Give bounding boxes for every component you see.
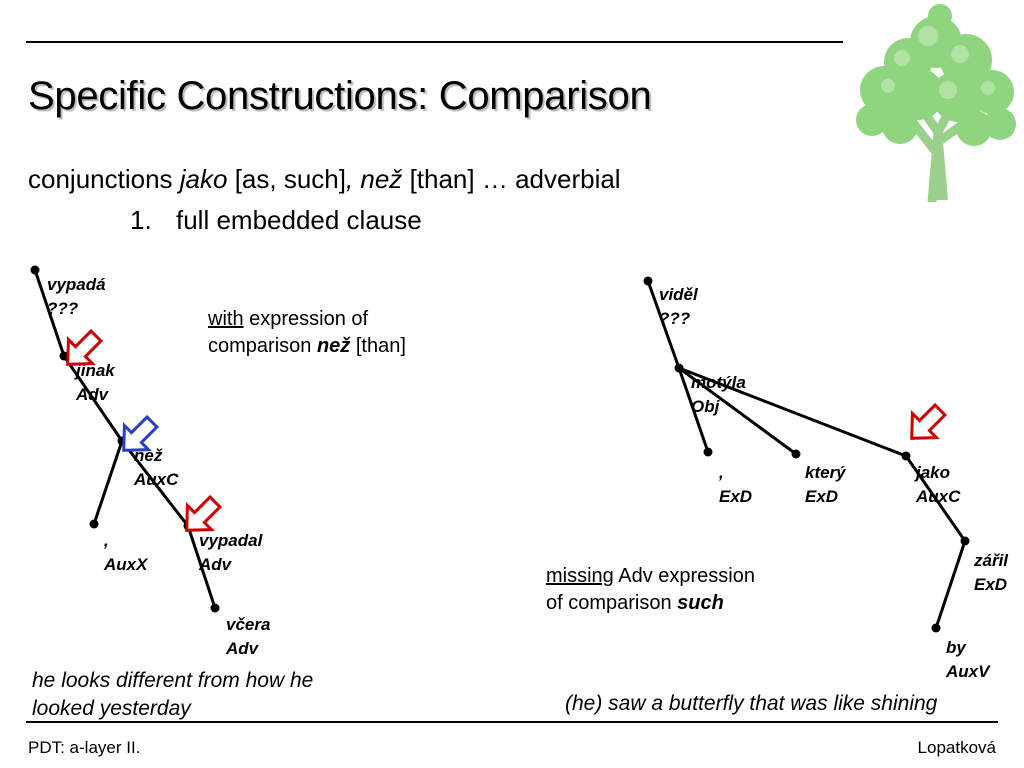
right-node-comma-lemma: ,	[718, 463, 724, 482]
right-edge-motyla-jako	[677, 366, 908, 458]
right-node-ktery-dot	[791, 449, 801, 459]
bottom-rule	[26, 721, 998, 723]
right-node-ktery-afun: ExD	[805, 487, 838, 506]
right-note-line1: missing Adv expression	[546, 563, 755, 590]
right-node-jako-afun: AuxC	[915, 487, 961, 506]
left-node-comma-dot	[89, 519, 99, 529]
left-node-jinak-afun: Adv	[75, 385, 110, 404]
left-node-jinak-lemma: jinak	[74, 361, 116, 380]
right-edge-jako-zaril	[904, 454, 967, 543]
left-note-line2: comparison než [than]	[208, 333, 406, 360]
left-node-comma-afun: AuxX	[103, 555, 149, 574]
right-node-zaril-afun: ExD	[974, 575, 1007, 594]
hollow-arrow-icon	[122, 414, 160, 452]
right-note-line2: of comparison such	[546, 590, 755, 617]
left-edge-vypadal-vcera	[186, 524, 217, 610]
list-item-text: full embedded clause	[176, 205, 422, 235]
left-caption-line2: looked yesterday	[32, 697, 191, 720]
right-node-by-dot	[931, 623, 941, 633]
hollow-arrow-icon	[910, 402, 948, 440]
left-node-vypadal-lemma: vypadal	[199, 531, 264, 550]
right-node-motyla-dot	[674, 363, 684, 373]
left-node-vypada-lemma: vypadá	[47, 275, 106, 294]
subtitle: conjunctions jako [as, such], než [than]…	[28, 164, 621, 195]
subtitle-gloss-than: [than] … adverbial	[402, 164, 621, 194]
left-node-jinak-dot	[59, 351, 69, 361]
left-note-emphasis: než	[316, 335, 351, 357]
subtitle-word-nez: než	[360, 164, 403, 194]
list-item: 1. full embedded clause	[130, 205, 422, 236]
tree-logo-icon	[856, 4, 1016, 202]
left-note-line2-suffix: [than]	[350, 335, 406, 357]
subtitle-word-jako: jako	[179, 164, 228, 194]
left-node-vcera-afun: Adv	[225, 639, 260, 658]
right-note: missing Adv expression of comparison suc…	[546, 563, 755, 617]
footer-left: PDT: a-layer II.	[28, 738, 141, 757]
left-node-vypada-dot	[30, 265, 40, 275]
right-node-motyla-afun: Obj	[691, 397, 721, 416]
right-node-videl-lemma: viděl	[659, 285, 699, 304]
left-caption-line1: he looks different from how he	[32, 669, 314, 692]
left-node-vypada-afun: ???	[47, 299, 79, 318]
left-edge-vypada-jinak	[33, 268, 66, 358]
right-node-comma-dot	[703, 447, 713, 457]
left-node-comma-lemma: ,	[103, 531, 109, 550]
right-caption: (he) saw a butterfly that was like shini…	[565, 692, 938, 715]
right-edge-videl-motyla	[646, 279, 681, 370]
right-node-zaril-dot	[960, 536, 970, 546]
right-node-comma-afun: ExD	[719, 487, 752, 506]
right-node-by-lemma: by	[946, 638, 967, 657]
right-edge-motyla-comma	[677, 366, 710, 454]
left-node-vcera-lemma: včera	[226, 615, 270, 634]
list-item-number: 1.	[130, 205, 152, 235]
hollow-arrow-icon	[66, 328, 104, 366]
right-node-videl-dot	[643, 276, 653, 286]
left-node-vypadal-afun: Adv	[198, 555, 233, 574]
left-note-line1: with expression of	[208, 306, 406, 333]
right-edge-zaril-by	[934, 539, 967, 630]
left-node-nez-afun: AuxC	[133, 470, 179, 489]
left-note-line1-rest: expression of	[243, 308, 369, 330]
subtitle-comma: ,	[345, 164, 361, 194]
left-edge-jinak-nez	[62, 354, 124, 443]
right-note-line1-rest: Adv expression	[613, 565, 755, 587]
left-node-vcera-dot	[210, 603, 220, 613]
right-node-jako-dot	[901, 451, 911, 461]
left-caption: he looks different from how he looked ye…	[32, 667, 313, 723]
left-note-line2-prefix: comparison	[208, 335, 317, 357]
right-note-line2-prefix: of comparison	[546, 592, 678, 614]
right-node-videl-afun: ???	[659, 309, 691, 328]
left-note: with expression of comparison než [than]	[208, 306, 406, 360]
subtitle-prefix: conjunctions	[28, 164, 180, 194]
left-edge-nez-vypadal	[120, 439, 190, 528]
footer-right: Lopatková	[917, 738, 996, 757]
right-node-zaril-lemma: zářil	[973, 551, 1009, 570]
right-note-underlined: missing	[546, 565, 614, 587]
left-edge-nez-comma	[92, 439, 124, 526]
right-edge-motyla-ktery	[677, 366, 798, 456]
subtitle-gloss-as-such: [as, such]	[227, 164, 346, 194]
right-node-ktery-lemma: který	[805, 463, 847, 482]
left-note-underlined: with	[208, 308, 244, 330]
right-node-motyla-lemma: motýla	[691, 373, 746, 392]
right-node-jako-lemma: jako	[914, 463, 950, 482]
right-node-by-afun: AuxV	[945, 662, 991, 681]
slide-title: Specific Constructions: Comparison	[28, 74, 652, 118]
hollow-arrow-icon	[185, 494, 223, 532]
top-rule	[26, 41, 843, 43]
right-note-emphasis: such	[677, 592, 724, 614]
